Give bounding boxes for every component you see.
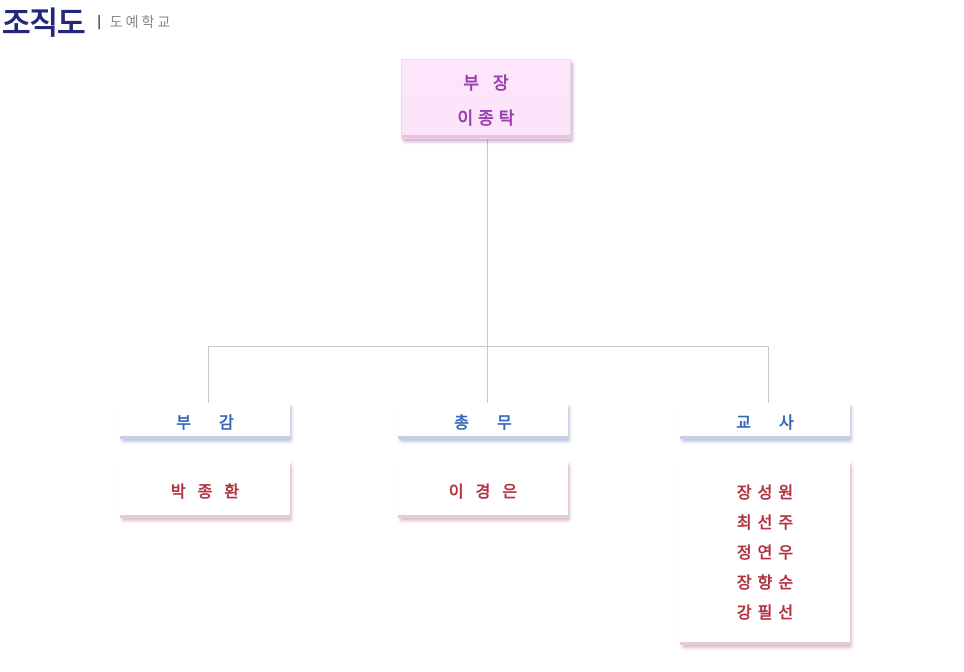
role-label: 부감 xyxy=(176,413,262,432)
member-name: 강필선 xyxy=(736,603,800,622)
role-box-teachers: 교사 xyxy=(680,403,850,439)
role-label: 교사 xyxy=(736,413,822,432)
member-name: 정연우 xyxy=(736,543,800,562)
connector-horizontal xyxy=(208,346,769,347)
member-name: 장성원 xyxy=(736,483,800,502)
connector-vertical-top xyxy=(487,139,488,347)
title-separator: | xyxy=(96,14,102,30)
names-box-vice: 박종환 xyxy=(120,461,290,518)
role-box-vice: 부감 xyxy=(120,403,290,439)
page-title: 조직도 xyxy=(2,5,86,42)
role-box-general-affairs: 총무 xyxy=(398,403,568,439)
head-name: 이종탁 xyxy=(457,109,520,129)
names-box-teachers: 장성원 최선주 정연우 장향순 강필선 xyxy=(680,461,850,645)
names-box-general-affairs: 이경은 xyxy=(398,461,568,518)
connector-drop-right xyxy=(768,346,769,404)
role-label: 총무 xyxy=(454,413,540,432)
connector-drop-left xyxy=(208,346,209,404)
connector-drop-center xyxy=(487,346,488,404)
member-name: 최선주 xyxy=(736,513,800,532)
head-role: 부장 xyxy=(463,74,523,94)
member-name: 박종환 xyxy=(170,481,252,501)
head-box: 부장 이종탁 xyxy=(401,59,571,139)
member-name: 장향순 xyxy=(736,573,800,592)
page-header: 조직도 | 도예학교 xyxy=(2,0,174,42)
page-subtitle: 도예학교 xyxy=(109,15,174,31)
member-name: 이경은 xyxy=(448,482,530,501)
